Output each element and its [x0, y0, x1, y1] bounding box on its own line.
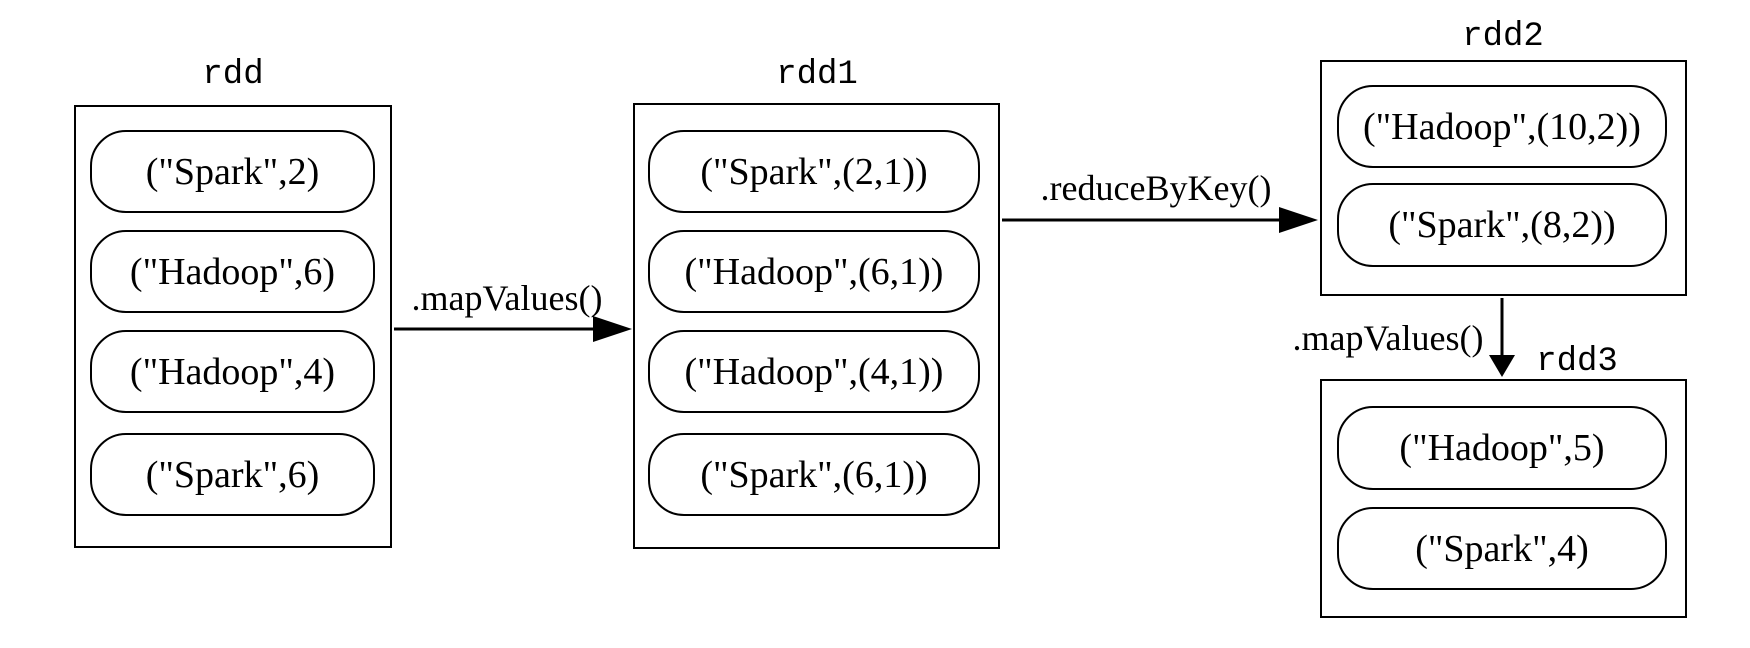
node-rdd1-item: ("Spark",(2,1)) [648, 130, 980, 213]
node-rdd: ("Spark",2) ("Hadoop",6) ("Hadoop",4) ("… [74, 105, 392, 548]
node-title-rdd: rdd [202, 56, 264, 94]
edge-arrow-rdd-to-rdd1 [394, 316, 632, 342]
node-rdd2: ("Hadoop",(10,2)) ("Spark",(8,2)) [1320, 60, 1687, 296]
edge-label-mapvalues-2: .mapValues() [1292, 318, 1484, 358]
node-rdd1-item: ("Spark",(6,1)) [648, 433, 980, 516]
arrowhead-right-icon [593, 316, 632, 342]
node-title-rdd2: rdd2 [1462, 18, 1544, 56]
node-title-rdd1: rdd1 [776, 56, 858, 94]
node-rdd3: ("Hadoop",5) ("Spark",4) [1320, 379, 1687, 618]
node-rdd-item: ("Hadoop",6) [90, 230, 375, 313]
arrowhead-down-icon [1489, 355, 1515, 377]
arrowhead-right-icon [1279, 207, 1318, 233]
node-rdd2-item: ("Spark",(8,2)) [1337, 183, 1667, 267]
node-rdd3-item: ("Hadoop",5) [1337, 406, 1667, 490]
edge-label-reducebykey: .reduceByKey() [1040, 168, 1272, 208]
node-rdd-item: ("Hadoop",4) [90, 330, 375, 413]
edge-arrow-rdd2-to-rdd3 [1489, 298, 1515, 377]
edge-label-mapvalues-1: .mapValues() [411, 278, 603, 318]
edge-arrow-rdd1-to-rdd2 [1002, 207, 1318, 233]
node-rdd1-item: ("Hadoop",(4,1)) [648, 330, 980, 413]
node-rdd3-item: ("Spark",4) [1337, 507, 1667, 590]
node-rdd-item: ("Spark",6) [90, 433, 375, 516]
node-rdd1-item: ("Hadoop",(6,1)) [648, 230, 980, 313]
node-title-rdd3: rdd3 [1536, 343, 1618, 381]
node-rdd-item: ("Spark",2) [90, 130, 375, 213]
node-rdd2-item: ("Hadoop",(10,2)) [1337, 85, 1667, 168]
node-rdd1: ("Spark",(2,1)) ("Hadoop",(6,1)) ("Hadoo… [633, 103, 1000, 549]
